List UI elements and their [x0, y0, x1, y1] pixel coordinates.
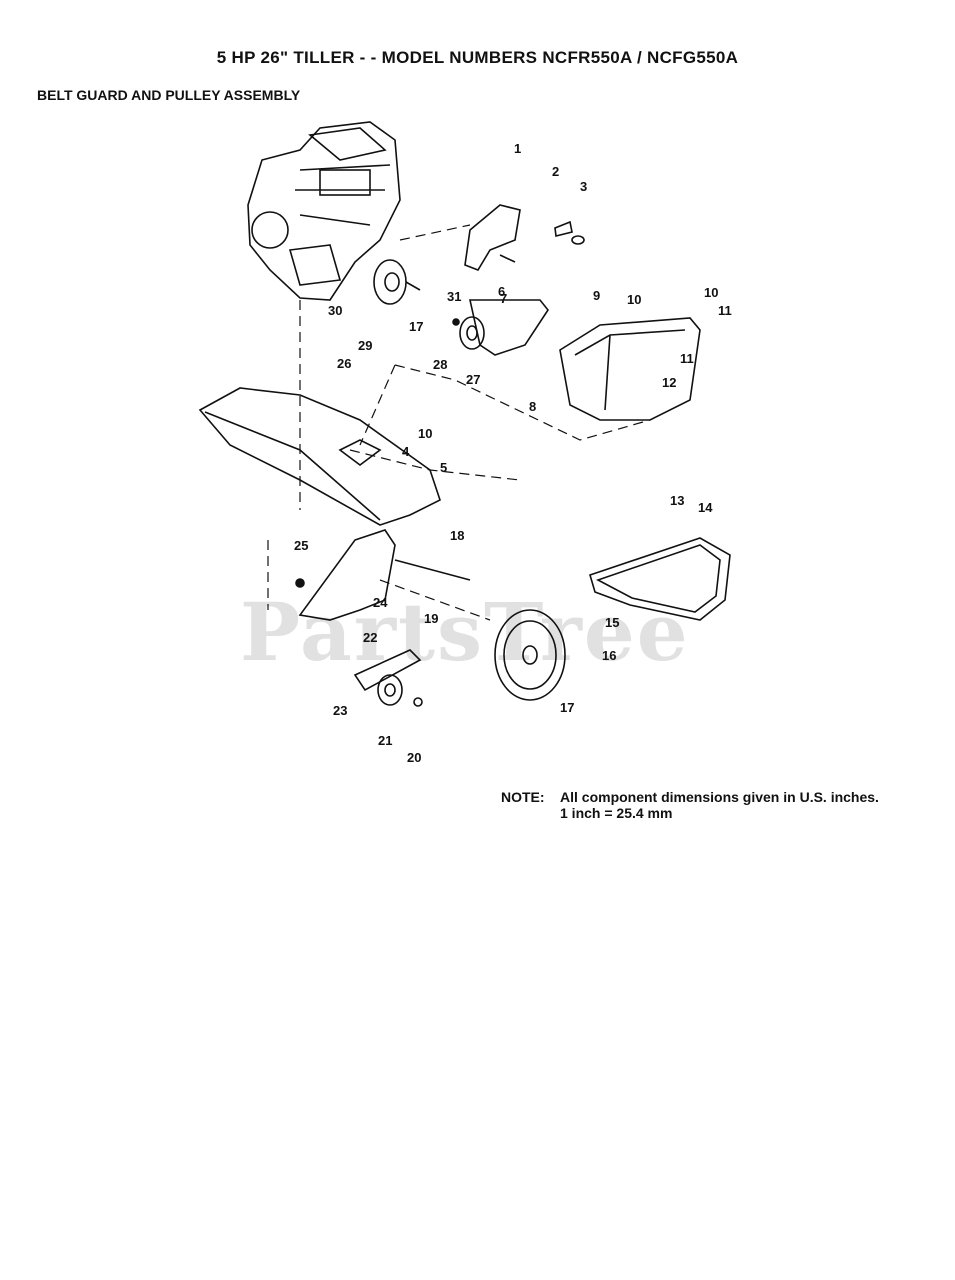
callout-label: 9 — [593, 288, 600, 303]
watermark: PartsTree — [240, 585, 690, 679]
belt-13 — [589, 537, 731, 621]
belt-guard-9 — [559, 317, 701, 421]
callout-label: 22 — [363, 630, 377, 645]
note-line-1: All component dimensions given in U.S. i… — [560, 789, 879, 805]
callout-label: 1 — [514, 141, 521, 156]
callout-label: 6 — [498, 284, 505, 299]
callout-label: 10 — [704, 285, 718, 300]
callout-label: 11 — [718, 303, 732, 318]
callout-label: 25 — [294, 538, 308, 553]
callout-label: 16 — [602, 648, 616, 663]
callout-label: 30 — [328, 303, 342, 318]
callout-label: 14 — [698, 500, 713, 515]
callout-label: 19 — [424, 611, 438, 626]
idler-21 — [377, 674, 403, 706]
note-line-2: 1 inch = 25.4 mm — [560, 805, 673, 821]
callout-label: 27 — [466, 372, 480, 387]
callout-label: 4 — [402, 444, 410, 459]
tine-shield — [198, 387, 441, 526]
callout-label: 2 — [552, 164, 559, 179]
note-text: All component dimensions given in U.S. i… — [560, 789, 879, 821]
callout-label: 3 — [580, 179, 587, 194]
bracket-1 — [464, 204, 521, 271]
bracket-7 — [469, 299, 549, 356]
callout-label: 20 — [407, 750, 421, 765]
callout-labels: 1 2 3 6 7 9 10 10 11 11 12 30 17 29 31 2… — [294, 141, 732, 765]
section-title: BELT GUARD AND PULLEY ASSEMBLY — [37, 87, 301, 103]
page-title: 5 HP 26" TILLER - - MODEL NUMBERS NCFR55… — [216, 48, 739, 67]
callout-label: 13 — [670, 493, 684, 508]
callout-label: 26 — [337, 356, 351, 371]
callout-label: 12 — [662, 375, 676, 390]
callout-label: 21 — [378, 733, 392, 748]
callout-label: 11 — [680, 351, 694, 366]
callout-label: 5 — [440, 460, 447, 475]
note-label: NOTE: — [501, 789, 545, 805]
callout-label: 10 — [418, 426, 432, 441]
callout-label: 15 — [605, 615, 619, 630]
callout-label: 17 — [560, 700, 574, 715]
pulley-16 — [494, 609, 566, 701]
callout-label: 10 — [627, 292, 641, 307]
callout-label: 17 — [409, 319, 423, 334]
callout-label: 7 — [500, 291, 507, 306]
callout-label: 31 — [447, 289, 461, 304]
callout-label: 8 — [529, 399, 536, 414]
callout-label: 24 — [373, 595, 388, 610]
bracket-18 — [298, 529, 396, 621]
callout-label: 23 — [333, 703, 347, 718]
callout-label: 18 — [450, 528, 464, 543]
callout-label: 29 — [358, 338, 372, 353]
engine-drawing — [247, 121, 421, 305]
pulley-27 — [459, 316, 485, 350]
callout-label: 28 — [433, 357, 447, 372]
